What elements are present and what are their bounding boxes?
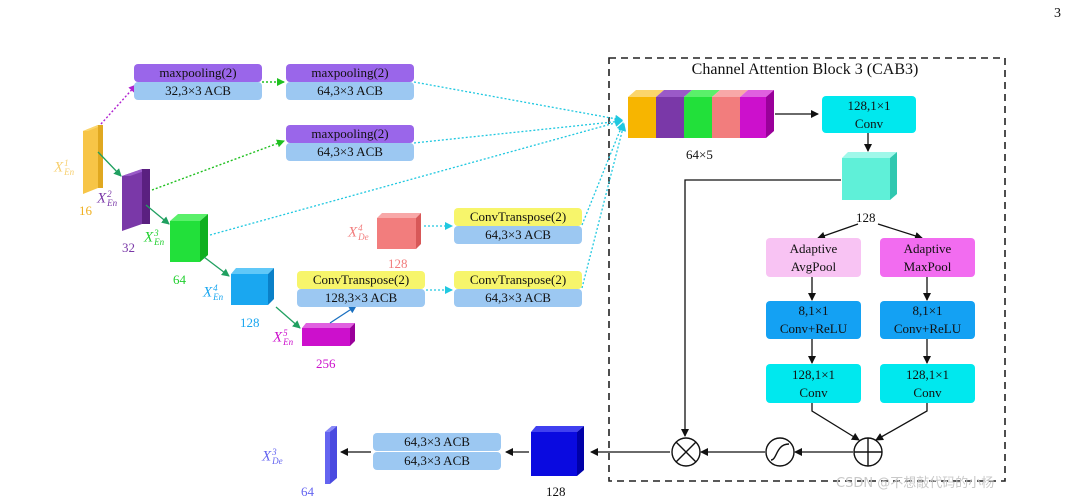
block6-top: ConvTranspose(2) (454, 271, 582, 289)
channels-de3: 64 (301, 484, 314, 499)
add-op (853, 437, 883, 467)
cab-avgpool: Adaptive AvgPool (766, 238, 861, 277)
block4-top: ConvTranspose(2) (454, 208, 582, 226)
cube-en4 (231, 268, 274, 305)
cab-conv-right: 128,1×1 Conv (880, 364, 975, 403)
channels-de4: 128 (388, 256, 408, 271)
cab-maxpool: Adaptive MaxPool (880, 238, 975, 277)
out-block-top: 64,3×3 ACB (373, 433, 501, 451)
arrow-en3-concat (209, 119, 623, 236)
arrow-cube-avg (817, 223, 859, 240)
block3-top: maxpooling(2) (286, 125, 414, 143)
arrow-en5-b5 (329, 305, 357, 324)
arrow-en2-b3 (151, 139, 285, 191)
cab-relu-right: 8,1×1 Conv+ReLU (880, 301, 975, 339)
cube-concat (628, 90, 774, 138)
cab-conv-1: 128,1×1 Conv (822, 96, 916, 133)
block4-bottom: 64,3×3 ACB (454, 226, 582, 244)
cube-en2 (122, 169, 150, 231)
channels-en3: 64 (173, 272, 186, 287)
concat-label: 64×5 (686, 147, 713, 162)
arrow-b2-concat (413, 81, 623, 123)
block2-top: maxpooling(2) (286, 64, 414, 82)
page-number: 3 (1054, 6, 1061, 21)
arrow-cube-mult (681, 179, 841, 437)
channels-en1: 16 (79, 203, 92, 218)
channels-en4: 128 (240, 315, 260, 330)
channels-en5: 256 (316, 356, 336, 371)
arrow-conv-l-add (811, 403, 860, 441)
cube-en1 (83, 125, 103, 194)
block3-bottom: 64,3×3 ACB (286, 143, 414, 161)
cab-frame (608, 57, 1006, 482)
block5-top: ConvTranspose(2) (297, 271, 425, 289)
arrow-b3-concat (413, 117, 623, 144)
arrow-en1-en2 (97, 151, 122, 177)
sigmoid-op (765, 437, 795, 467)
arrow-cube-max (877, 223, 923, 240)
cube-en3 (170, 214, 208, 262)
block1-bottom: 32,3×3 ACB (134, 82, 262, 100)
out-cube-label: 128 (546, 484, 566, 499)
block6-bottom: 64,3×3 ACB (454, 289, 582, 307)
block1-top: maxpooling(2) (134, 64, 262, 82)
cab-title: Channel Attention Block 3 (CAB3) (691, 61, 919, 78)
block5-bottom: 128,3×3 ACB (297, 289, 425, 307)
block2-bottom: 64,3×3 ACB (286, 82, 414, 100)
arrow-en4-en5 (275, 306, 301, 329)
arrow-conv-r-add (875, 403, 928, 441)
channels-en2: 32 (122, 240, 135, 255)
cab-conv-left: 128,1×1 Conv (766, 364, 861, 403)
watermark: CSDN @不想敲代码的小杨 (836, 476, 995, 491)
cab-relu-left: 8,1×1 Conv+ReLU (766, 301, 861, 339)
arrow-b6-concat (581, 123, 627, 289)
multiply-op (671, 437, 701, 467)
out-block-bottom: 64,3×3 ACB (373, 452, 501, 470)
cube-cab-128 (842, 152, 897, 200)
cube-out-128 (531, 426, 584, 476)
arrow-en1-b1 (100, 84, 137, 125)
cube-de4 (377, 213, 421, 249)
cube-en5 (302, 323, 355, 346)
arrow-en2-en3 (145, 204, 170, 225)
cube-de3 (325, 426, 337, 484)
arrow-en3-en4 (203, 256, 230, 277)
cab-cube-label: 128 (856, 210, 876, 225)
